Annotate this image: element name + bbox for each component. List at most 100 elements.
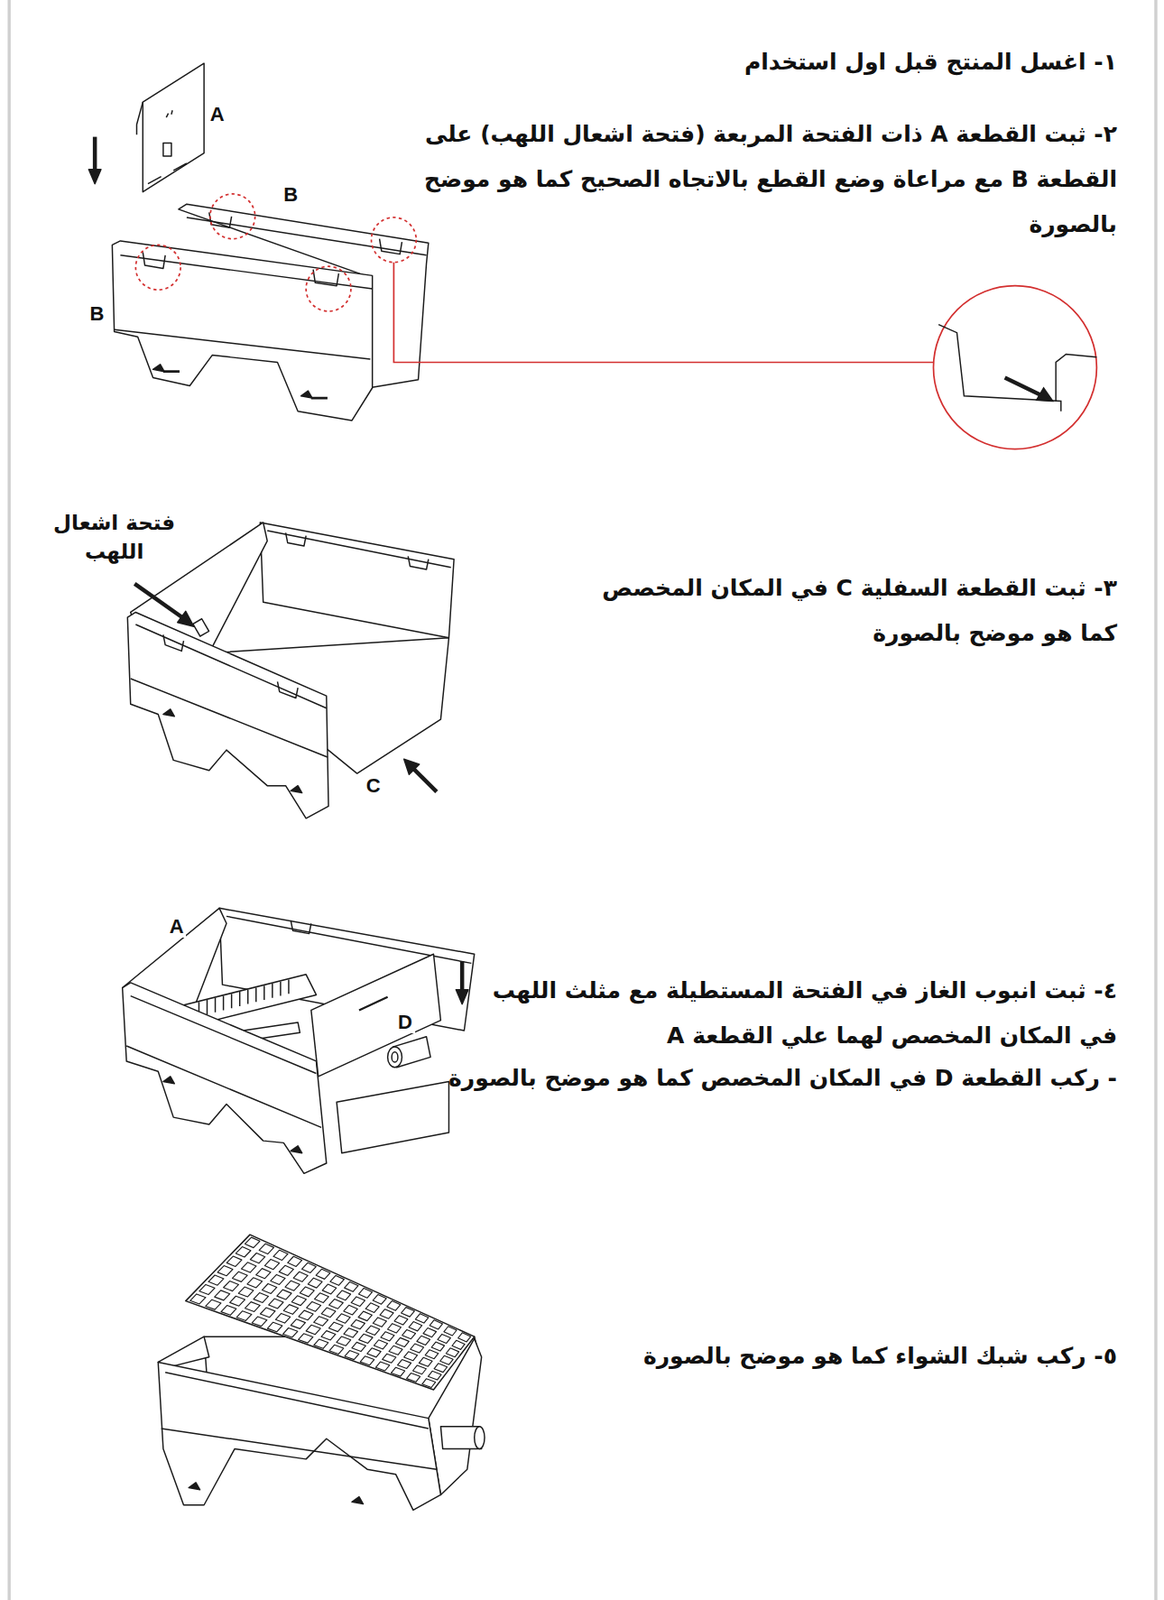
- line-art: [127, 611, 329, 818]
- figure-step2: [88, 63, 428, 421]
- part-letter: B: [86, 303, 107, 325]
- line-art: [393, 262, 934, 363]
- grate-slot: [290, 1319, 305, 1330]
- grate-slot: [329, 1299, 344, 1310]
- grate-slot: [397, 1359, 412, 1369]
- line-art: [455, 989, 469, 1005]
- grate-slot: [427, 1370, 442, 1380]
- grate-slot: [226, 1256, 242, 1266]
- grate-slot: [388, 1345, 403, 1355]
- part-letter: B: [280, 184, 301, 206]
- grate-slot: [379, 1309, 394, 1320]
- grate-slot: [390, 1367, 405, 1377]
- grate-slot: [314, 1293, 329, 1303]
- line-art: [163, 371, 328, 398]
- line-art: [161, 1372, 437, 1469]
- grate-slot: [314, 1316, 329, 1327]
- line-art: [111, 240, 372, 421]
- line-art: [336, 1081, 449, 1154]
- line-art: [114, 255, 373, 360]
- part-letter: A: [166, 915, 187, 938]
- line-art: [153, 364, 313, 398]
- line-art: [177, 610, 194, 627]
- grate-slot: [336, 1290, 351, 1301]
- grate-slot: [418, 1357, 433, 1367]
- grate-slot: [424, 1349, 439, 1359]
- grate-slot: [221, 1304, 237, 1315]
- grate-slot: [267, 1321, 282, 1332]
- line-art: [136, 101, 143, 135]
- grate-slot: [410, 1343, 425, 1353]
- page-edge: [1154, 0, 1157, 1600]
- grate-slot: [343, 1328, 359, 1338]
- line-art: [1005, 377, 1044, 396]
- grate-slot: [375, 1361, 389, 1371]
- callout-label: فتحة اشعال اللهب: [33, 508, 196, 566]
- grate-slot: [240, 1262, 257, 1273]
- line-art: [460, 960, 465, 992]
- grate-slot: [359, 1333, 373, 1343]
- grate-slot: [301, 1262, 316, 1273]
- line-art: [388, 1046, 403, 1068]
- grate-slot: [256, 1268, 271, 1279]
- line-art: [130, 624, 328, 758]
- line-art: [938, 324, 1062, 412]
- grate-slot: [238, 1286, 254, 1297]
- line-art: [379, 239, 403, 255]
- grate-slot: [402, 1329, 416, 1339]
- line-art: [166, 110, 173, 118]
- grate-slot: [343, 1304, 358, 1315]
- line-art: [1055, 353, 1097, 401]
- grate-slot: [413, 1365, 427, 1375]
- line-art: [163, 1076, 303, 1154]
- grate-slot: [230, 1295, 246, 1306]
- grate-slot: [330, 1274, 344, 1285]
- grate-slot: [336, 1336, 352, 1346]
- grate-slot: [283, 1304, 298, 1315]
- line-art: [313, 269, 339, 287]
- line-art: [157, 1361, 441, 1510]
- line-art: [226, 915, 472, 963]
- part-letter: C: [363, 775, 384, 797]
- grate-slot: [344, 1281, 359, 1292]
- figure-step5: [157, 1234, 485, 1510]
- grate-slot: [372, 1317, 387, 1327]
- line-art: [122, 982, 327, 1174]
- grate-slot: [416, 1335, 431, 1345]
- grate-slot: [306, 1301, 322, 1312]
- grate-slot: [190, 1293, 206, 1304]
- grate-slot: [329, 1344, 344, 1354]
- grate-slot: [351, 1319, 365, 1329]
- grate-slot: [275, 1312, 290, 1323]
- grate-slot: [251, 1316, 268, 1327]
- line-art: [290, 920, 312, 934]
- grate-slot: [232, 1271, 249, 1282]
- grate-slots: [190, 1237, 472, 1387]
- grate-slot: [434, 1363, 448, 1373]
- grate-slot: [253, 1293, 269, 1303]
- part-letter: A: [207, 103, 228, 126]
- grate-slot: [322, 1284, 337, 1294]
- grate-slot: [315, 1268, 331, 1279]
- grate-slot: [249, 1253, 265, 1264]
- grate-slot: [244, 1237, 259, 1248]
- grate-slot: [277, 1289, 292, 1300]
- grate-slot: [344, 1350, 360, 1360]
- grate-slot: [422, 1378, 436, 1388]
- grill-grate: [185, 1234, 475, 1390]
- line-art: [311, 953, 442, 1077]
- line-art: [142, 63, 204, 192]
- grate-slot: [208, 1274, 224, 1285]
- grate-slot: [305, 1324, 321, 1334]
- grate-slot: [440, 1355, 453, 1365]
- line-art: [933, 286, 1097, 450]
- line-art: [126, 996, 322, 1128]
- figure-step3: [127, 522, 454, 819]
- line-art: [147, 163, 187, 185]
- grate-slot: [247, 1277, 263, 1288]
- grate-slot: [321, 1330, 336, 1340]
- grate-slot: [387, 1301, 401, 1312]
- grate-slot: [360, 1356, 374, 1366]
- part-letter: D: [395, 1011, 416, 1034]
- instruction-step: ٤- ثبت انبوب الغاز في الفتحة المستطيلة م…: [485, 968, 1118, 1059]
